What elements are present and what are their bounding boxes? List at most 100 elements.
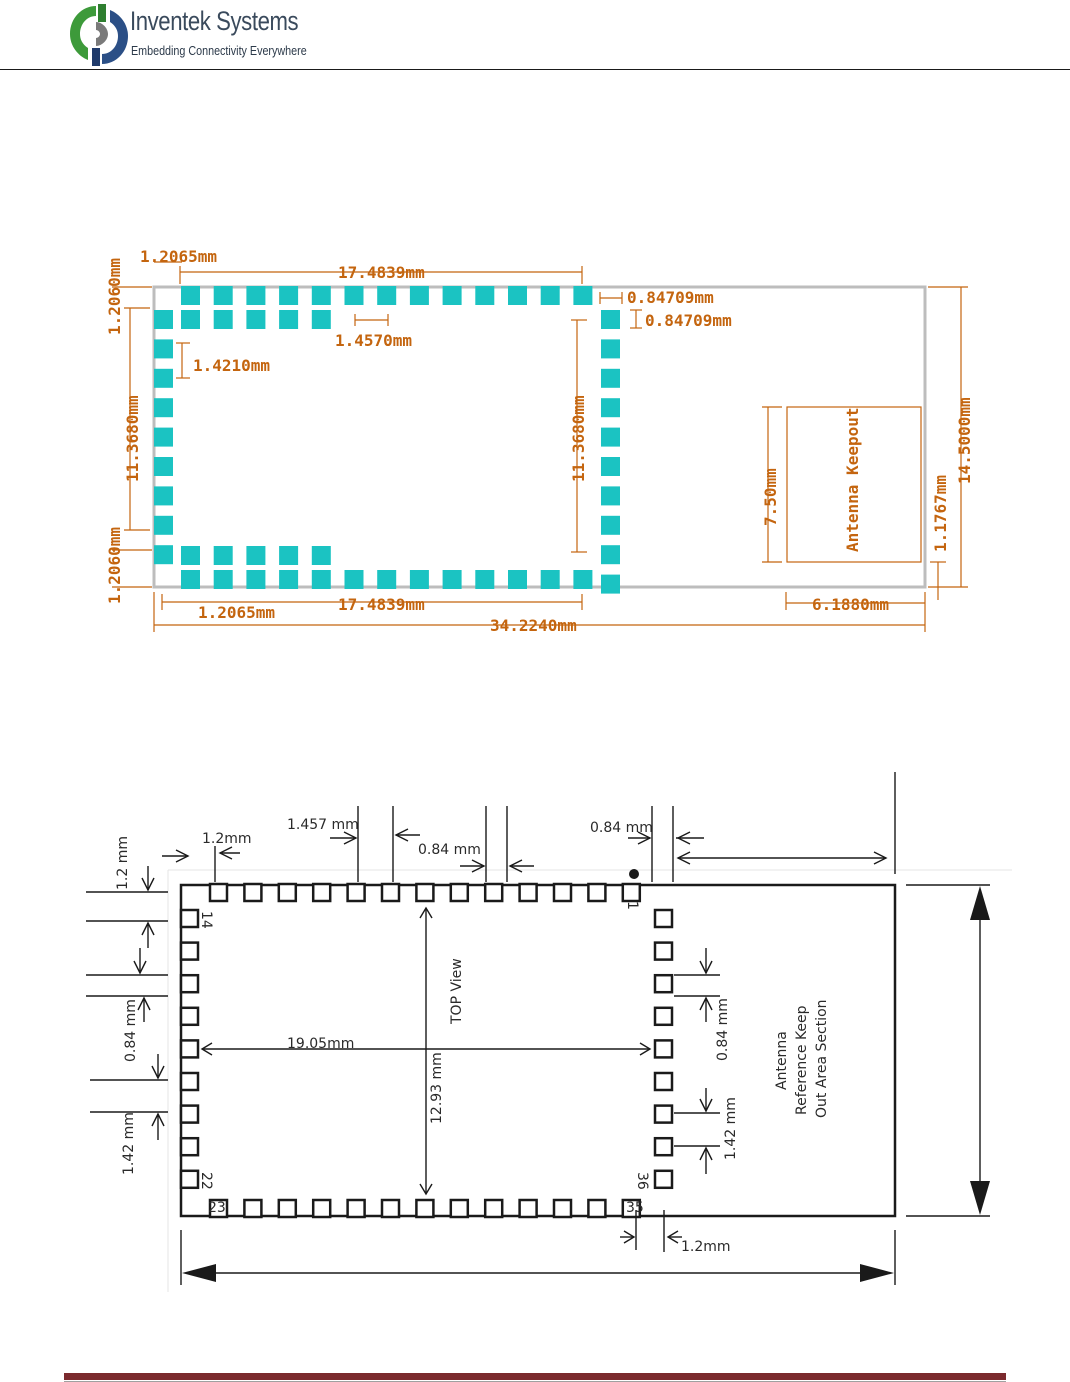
top-view-pad	[179, 908, 200, 929]
footprint-pad	[601, 368, 620, 388]
top-view-pad	[621, 882, 642, 903]
top-view-pad	[415, 1198, 435, 1219]
top-view-pad	[311, 882, 332, 903]
top-view-pad	[653, 973, 674, 994]
footprint-pad	[154, 545, 173, 565]
top-view-pad	[346, 1198, 366, 1219]
top-view-frame	[167, 869, 1012, 1292]
top-view-pad	[243, 1198, 263, 1219]
footprint-pad	[246, 546, 266, 565]
dim-antenna-height: 7.50mm	[761, 468, 780, 526]
top-view-pad	[449, 882, 470, 903]
top-view-pad	[518, 1198, 538, 1219]
top-view-pad	[653, 1039, 674, 1059]
dim-total-width: 34.2240mm	[490, 616, 577, 635]
footprint-pad	[154, 515, 173, 535]
top-view-pad	[653, 1006, 674, 1027]
dim-pad-top: 0.84 mm	[418, 842, 481, 858]
dim-pad-gap: 1.4570mm	[335, 331, 412, 350]
dim-antenna-offset: 1.1767mm	[931, 475, 950, 552]
footprint-pad	[213, 310, 233, 329]
dim-left-bottom-height: 1.2060mm	[105, 527, 124, 604]
footprint-pad	[601, 339, 620, 359]
footprint-pad	[181, 310, 200, 329]
top-view-pad	[483, 1198, 504, 1219]
top-view-pad	[518, 882, 538, 903]
top-view-pad	[179, 1039, 200, 1059]
footprint-pad	[311, 546, 331, 565]
footprint-pad	[508, 286, 527, 305]
top-view-pad	[587, 1198, 607, 1219]
footprint-pad	[601, 398, 620, 418]
footprint-pads	[154, 286, 620, 594]
top-view-pad	[415, 882, 435, 903]
dim-right-span: 11.3680mm	[569, 395, 588, 482]
top-view-open-arrows	[133, 828, 888, 1244]
footprint-pad	[154, 427, 173, 447]
antenna-label-line-3: Out Area Section	[814, 999, 830, 1118]
footprint-pad	[377, 286, 397, 305]
dim-top-gap: 1.2 mm	[115, 836, 131, 890]
pin-22-label: 22	[198, 1172, 214, 1190]
footprint-pad	[601, 515, 620, 535]
dim-left-span: 11.3680mm	[123, 395, 142, 482]
dim-pitch-top: 1.457 mm	[287, 817, 359, 833]
footprint-pad	[540, 570, 560, 589]
top-view-arrowheads	[182, 869, 990, 1282]
top-view-pad	[179, 1071, 200, 1092]
top-view-pad	[179, 1104, 200, 1124]
dim-left-top-height: 1.2060mm	[105, 258, 124, 335]
antenna-keepout-label: Antenna Keepout	[843, 408, 862, 553]
dim-corner-offset: 1.2mm	[202, 831, 252, 847]
top-view-pad	[449, 1198, 470, 1219]
dimension-labels: 1.2065mm 17.4839mm 1.2060mm 0.84709mm 0.…	[105, 247, 974, 635]
top-view-pad	[179, 1169, 200, 1190]
footprint-pad	[279, 310, 299, 329]
footprint-pad	[154, 310, 173, 329]
top-view-pad	[653, 908, 674, 929]
top-view-pad	[380, 1198, 401, 1219]
top-view-labels: 1.2 mm 1.2mm 1.457 mm 0.84 mm 0.84 mm 0.…	[115, 817, 830, 1255]
top-view-pad	[208, 1198, 229, 1219]
footprint-pad	[442, 570, 462, 589]
dim-inner-height: 12.93 mm	[429, 1052, 445, 1124]
footprint-pad	[246, 286, 266, 305]
footprint-pad	[181, 546, 200, 565]
footprint-pad	[246, 570, 266, 589]
dim-inner-width: 19.05mm	[287, 1036, 354, 1052]
footprint-pad	[601, 310, 620, 329]
page-header: Inventek Systems Embedding Connectivity …	[0, 0, 1070, 80]
footprint-pad	[409, 286, 429, 305]
top-view-pad	[653, 1104, 674, 1124]
footprint-pad	[213, 546, 233, 565]
footprint-pad	[508, 570, 527, 589]
footprint-pad	[344, 286, 364, 305]
top-view-pad	[653, 1071, 674, 1092]
top-view-pad	[243, 882, 263, 903]
dim-side-pitch: 1.4210mm	[193, 356, 270, 375]
footprint-pad	[409, 570, 429, 589]
footprint-dimension-drawing: 1.2065mm 17.4839mm 1.2060mm 0.84709mm 0.…	[105, 247, 974, 635]
dim-left-pad: 0.84 mm	[123, 999, 139, 1062]
footprint-pad	[475, 570, 495, 589]
footprint-pad	[573, 286, 593, 305]
footprint-pad	[442, 286, 462, 305]
antenna-label-line-1: Antenna	[774, 1031, 790, 1090]
dim-top-span: 17.4839mm	[338, 263, 425, 282]
top-view-label: TOP View	[449, 958, 465, 1025]
footprint-pad	[344, 570, 364, 589]
footprint-pad	[279, 570, 299, 589]
footprint-pad	[154, 486, 173, 506]
top-view-pad	[311, 1198, 332, 1219]
dim-bottom-pitch-left: 1.2065mm	[198, 603, 275, 622]
top-view-drawing: 1.2 mm 1.2mm 1.457 mm 0.84 mm 0.84 mm 0.…	[86, 772, 1012, 1292]
top-view-pad	[277, 1198, 298, 1219]
footprint-pad	[475, 286, 495, 305]
footprint-pad	[181, 286, 200, 305]
top-view-pad	[346, 882, 366, 903]
top-view-pad	[653, 941, 674, 961]
pin-35-label: 35	[626, 1200, 644, 1216]
pin-1-label: 1	[624, 901, 640, 910]
footprint-pad	[154, 339, 173, 359]
dim-left-pitch: 1.42 mm	[121, 1112, 137, 1175]
